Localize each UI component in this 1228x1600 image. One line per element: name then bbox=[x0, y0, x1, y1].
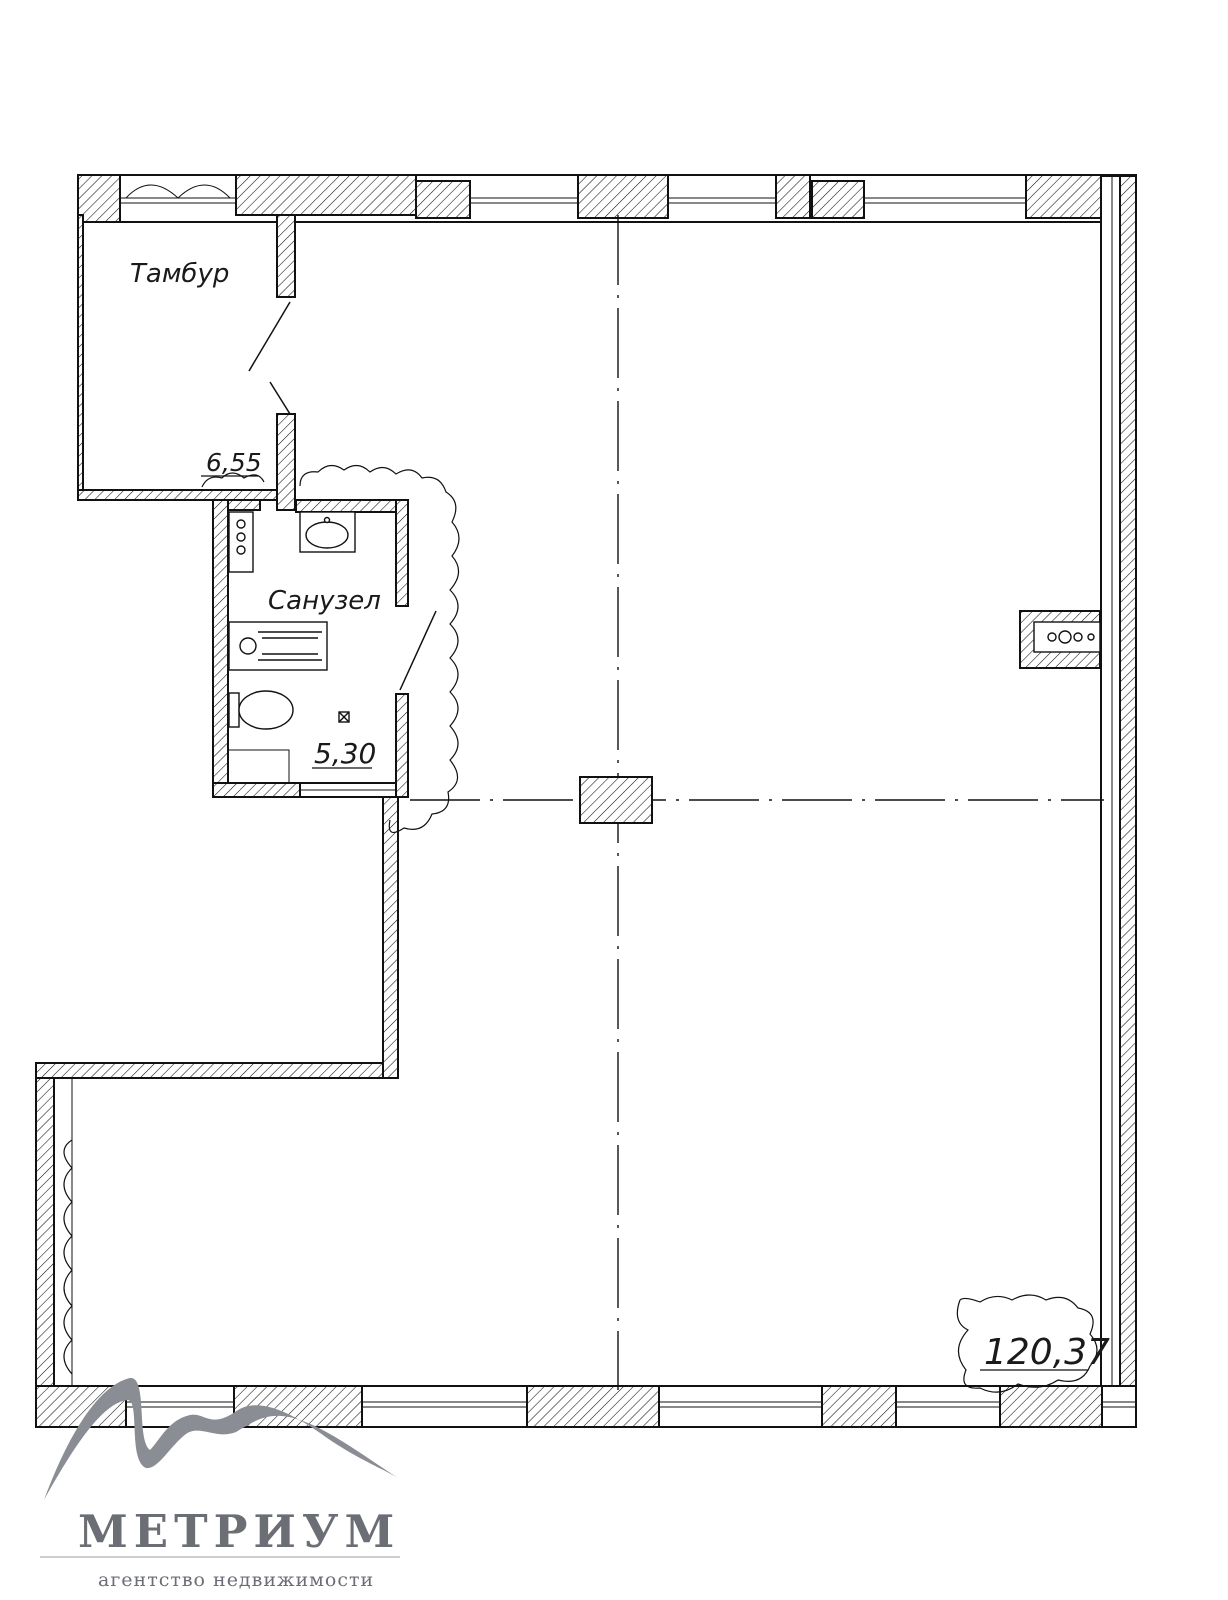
brand-name: МЕТРИУМ bbox=[78, 1505, 400, 1558]
bathroom-area: 5,30 bbox=[314, 737, 376, 770]
grid-axes bbox=[410, 215, 1104, 1390]
bottom-pier bbox=[526, 1385, 660, 1428]
left-lower-wall bbox=[35, 1062, 55, 1387]
vestibule-area: 6,55 bbox=[206, 448, 262, 477]
right-wall-hatch bbox=[1119, 175, 1137, 1428]
toilet-icon bbox=[228, 690, 294, 730]
entrance-doors bbox=[120, 184, 236, 199]
bathroom-name: Санузел bbox=[268, 586, 381, 616]
brand-logo: МЕТРИУМ агентство недвижимости bbox=[40, 1377, 400, 1591]
structural-column bbox=[579, 776, 653, 824]
bottom-pier bbox=[999, 1385, 1103, 1428]
wheelchair-icon bbox=[228, 621, 328, 671]
brand-tagline: агентство недвижимости bbox=[98, 1569, 374, 1591]
bathroom-fixtures bbox=[228, 511, 356, 783]
sink-icon bbox=[299, 511, 356, 553]
top-pier bbox=[415, 180, 471, 219]
vestibule-bottom-wall bbox=[77, 489, 279, 501]
top-pier bbox=[775, 174, 811, 219]
vestibule-partition bbox=[248, 214, 296, 511]
top-pier bbox=[1025, 174, 1103, 219]
top-pier bbox=[577, 174, 669, 219]
revision-clouds bbox=[63, 464, 1098, 1393]
step-wall-horizontal bbox=[35, 1062, 399, 1079]
bathroom-walls bbox=[212, 499, 437, 798]
top-pier bbox=[235, 174, 417, 216]
floor-drain-icon bbox=[338, 711, 350, 723]
vestibule-name: Тамбур bbox=[130, 259, 229, 289]
top-pier bbox=[811, 180, 865, 219]
bottom-pier bbox=[821, 1385, 897, 1428]
vestibule-left-wall bbox=[77, 214, 84, 496]
top-pier bbox=[77, 174, 121, 223]
utility-riser bbox=[1019, 610, 1101, 669]
main-hall-area: 120,37 bbox=[984, 1332, 1110, 1373]
step-wall-vertical bbox=[382, 796, 399, 1079]
